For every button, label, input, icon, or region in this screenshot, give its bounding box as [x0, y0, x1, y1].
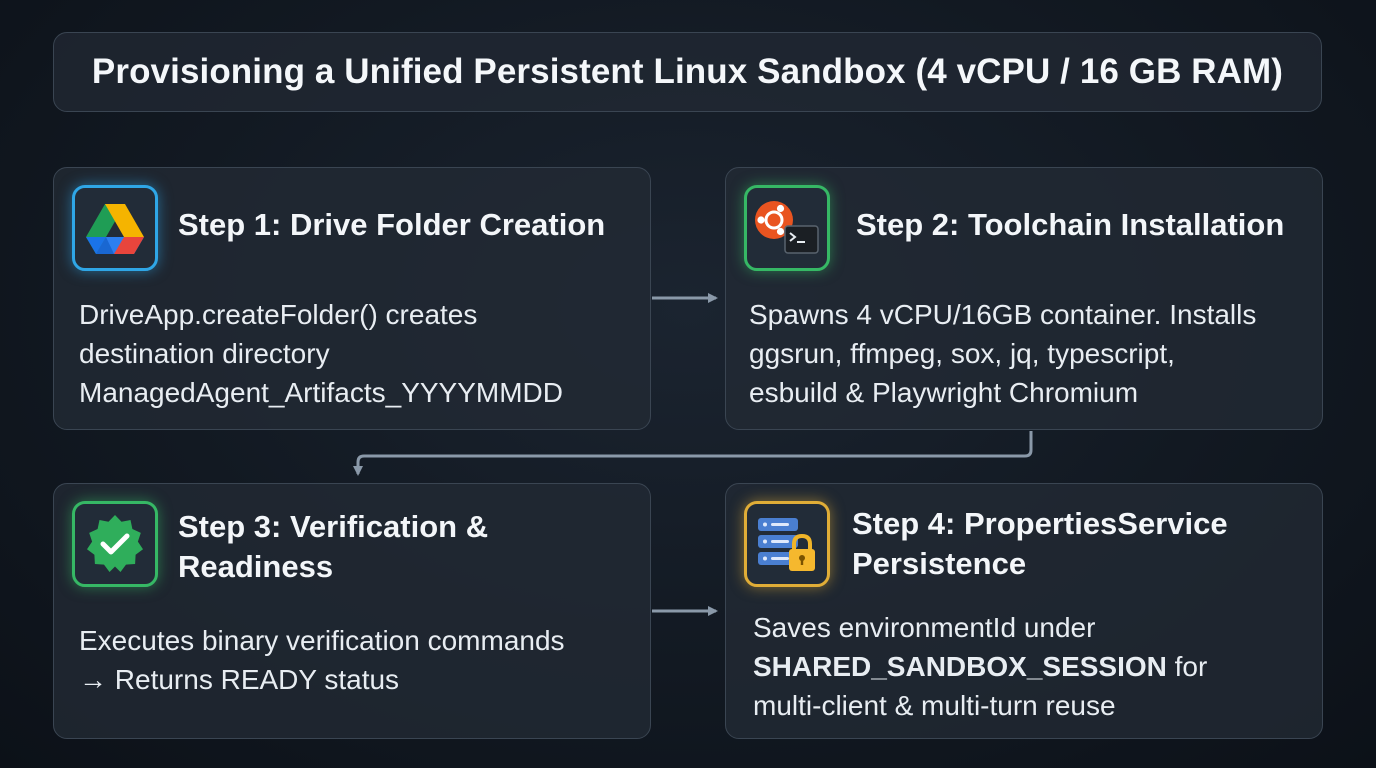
step-2-line-3: esbuild & Playwright Chromium	[749, 377, 1139, 408]
step-4-card: Step 4: PropertiesService Persistence Sa…	[725, 483, 1323, 739]
step-1-description: DriveApp.createFolder() creates destinat…	[79, 295, 639, 412]
step-3-description: Executes binary verification commands → …	[79, 621, 639, 699]
step-4-key-suffix: for	[1166, 651, 1208, 682]
step-4-title: Step 4: PropertiesService Persistence	[852, 506, 1228, 581]
step-4-description: Saves environmentId under SHARED_SANDBOX…	[753, 608, 1313, 725]
google-drive-icon	[86, 204, 144, 254]
connector-step2-to-step3	[353, 431, 1033, 476]
step-1-line-2: destination directory	[79, 338, 330, 369]
server-lock-icon	[758, 518, 815, 571]
step-3-line-2: → Returns READY status	[79, 664, 400, 695]
step-2-line-2: ggsrun, ffmpeg, sox, jq, typescript,	[749, 338, 1175, 369]
step-4-icon-box	[744, 501, 830, 587]
diagram-title: Provisioning a Unified Persistent Linux …	[91, 52, 1284, 91]
verified-badge-icon	[87, 515, 143, 572]
step-3-line-1: Executes binary verification commands	[79, 625, 565, 656]
step-2-card: Step 2: Toolchain Installation Spawns 4 …	[725, 167, 1323, 430]
step-4-session-key: SHARED_SANDBOX_SESSION	[753, 651, 1167, 682]
step-1-icon-box	[72, 185, 158, 271]
step-4-line-1: Saves environmentId under	[753, 612, 1096, 643]
step-2-icon-box	[744, 185, 830, 271]
step-4-line-3: multi-client & multi-turn reuse	[753, 690, 1116, 721]
step-1-line-3: ManagedAgent_Artifacts_YYYYMMDD	[79, 377, 563, 408]
diagram-title-box: Provisioning a Unified Persistent Linux …	[53, 32, 1322, 112]
step-3-card: Step 3: Verification & Readiness Execute…	[53, 483, 651, 739]
step-1-title: Step 1: Drive Folder Creation	[178, 207, 606, 242]
step-2-title: Step 2: Toolchain Installation	[856, 207, 1285, 242]
step-1-line-1: DriveApp.createFolder() creates	[79, 299, 478, 330]
ubuntu-terminal-icon	[755, 201, 819, 254]
step-3-title: Step 3: Verification & Readiness	[178, 509, 489, 584]
step-3-icon-box	[72, 501, 158, 587]
step-1-card: Step 1: Drive Folder Creation DriveApp.c…	[53, 167, 651, 430]
step-2-description: Spawns 4 vCPU/16GB container. Installs g…	[749, 295, 1314, 412]
step-2-line-1: Spawns 4 vCPU/16GB container. Installs	[749, 299, 1257, 330]
